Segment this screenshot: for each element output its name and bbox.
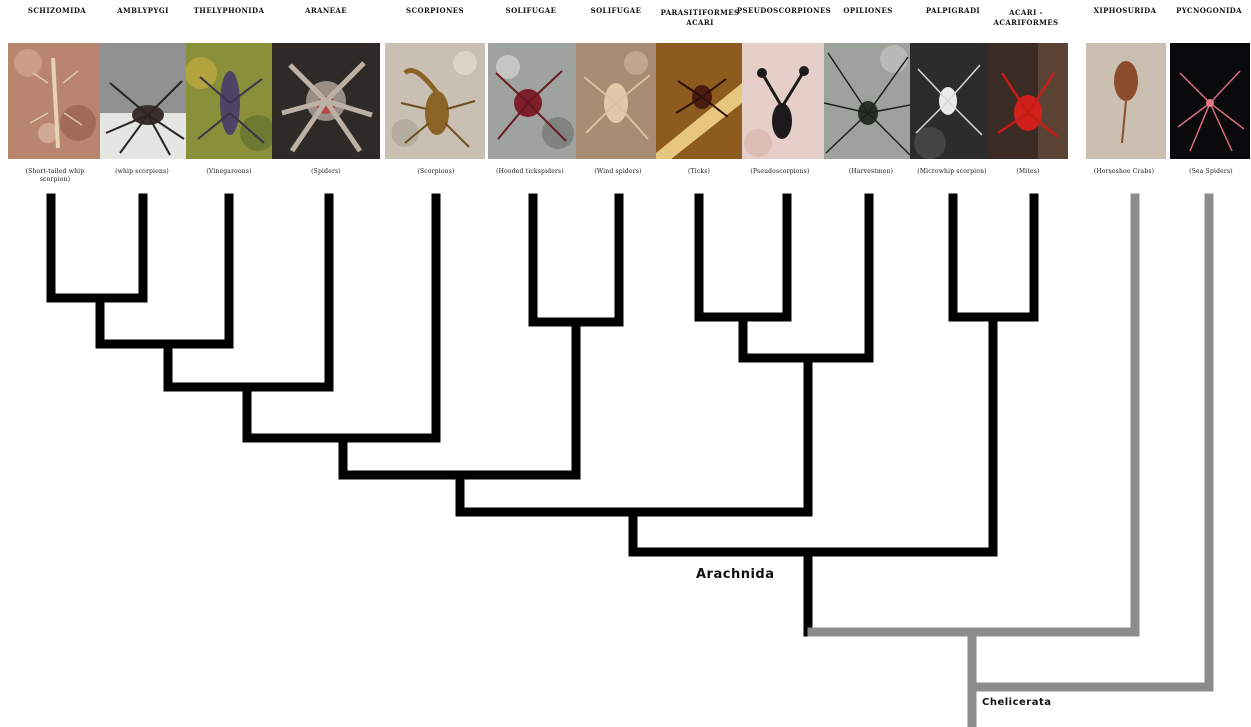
branch-opiliones-merge xyxy=(460,358,808,512)
node-label-arachnida: Arachnida xyxy=(696,567,775,582)
branch-xiphosurida xyxy=(812,198,1135,632)
branch-schizomida-amblypygi xyxy=(51,198,143,298)
branch-pycnogonida xyxy=(972,198,1209,687)
branch-araneae-clade xyxy=(168,198,329,387)
arachnid-branches xyxy=(51,198,1034,632)
branch-acari-pseudoscorpiones xyxy=(699,198,787,317)
branch-palpigradi-acari xyxy=(953,198,1034,317)
branch-scorpiones-clade xyxy=(247,198,436,438)
branch-arachnida-root xyxy=(633,317,993,552)
branch-thelyphonida-clade xyxy=(100,198,229,344)
branch-solifugae-pair xyxy=(533,198,619,322)
branch-opiliones-clade xyxy=(743,198,869,358)
branch-solifugae-clade xyxy=(343,322,576,475)
node-label-chelicerata: Chelicerata xyxy=(982,697,1052,708)
